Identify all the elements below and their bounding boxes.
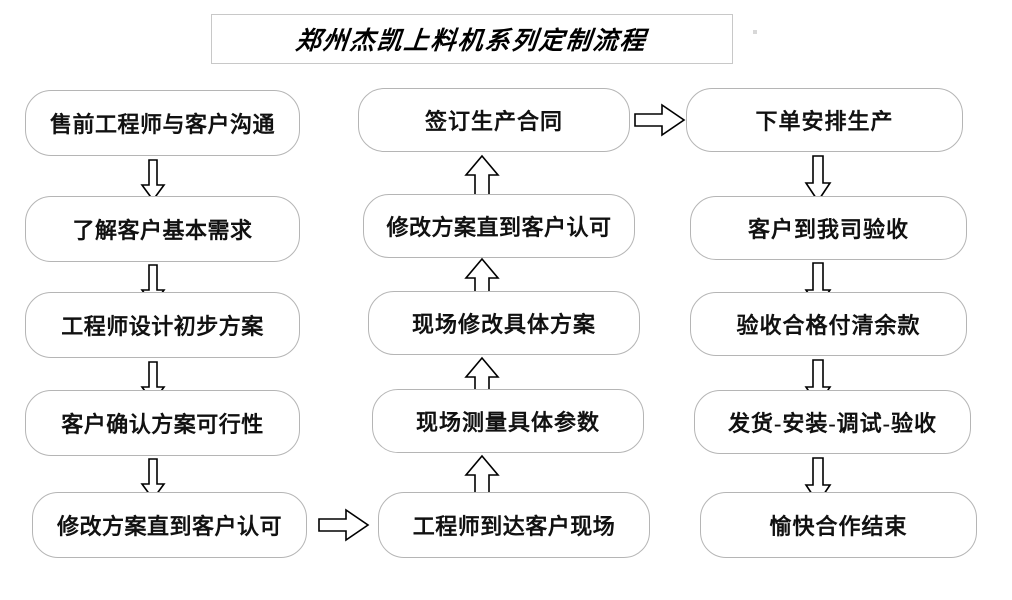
chart-title-box: 郑州杰凯上料机系列定制流程 xyxy=(211,14,733,64)
node-label: 签订生产合同 xyxy=(424,109,563,134)
right-arrow-col1-to-col2 xyxy=(318,508,370,542)
scan-artifact xyxy=(753,30,757,34)
node-label: 工程师设计初步方案 xyxy=(61,314,264,339)
node-label: 客户确认方案可行性 xyxy=(61,412,264,437)
node-label: 工程师到达客户现场 xyxy=(412,514,616,539)
node-label: 下单安排生产 xyxy=(755,109,894,134)
node-col3-row2[interactable]: 客户到我司验收 xyxy=(690,196,967,260)
node-col3-row4[interactable]: 发货-安装-调试-验收 xyxy=(694,390,971,454)
node-col3-row5[interactable]: 愉快合作结束 xyxy=(700,492,977,558)
node-col2-row2[interactable]: 修改方案直到客户认可 xyxy=(363,194,635,258)
down-arrow-col1-4 xyxy=(140,458,166,501)
chart-title-text: 郑州杰凯上料机系列定制流程 xyxy=(294,28,649,55)
node-label: 现场测量具体参数 xyxy=(415,410,600,435)
node-col1-row5[interactable]: 修改方案直到客户认可 xyxy=(32,492,307,558)
node-col1-row4[interactable]: 客户确认方案可行性 xyxy=(25,390,300,456)
node-col2-row3[interactable]: 现场修改具体方案 xyxy=(368,291,640,355)
node-label: 验收合格付清余款 xyxy=(736,313,921,338)
node-col3-row3[interactable]: 验收合格付清余款 xyxy=(690,292,967,356)
node-label: 发货-安装-调试-验收 xyxy=(728,411,937,436)
node-col1-row3[interactable]: 工程师设计初步方案 xyxy=(25,292,300,358)
node-label: 修改方案直到客户认可 xyxy=(56,514,282,539)
right-arrow-col2-to-col3 xyxy=(634,103,686,137)
node-col2-row4[interactable]: 现场测量具体参数 xyxy=(372,389,644,453)
node-col1-row2[interactable]: 了解客户基本需求 xyxy=(25,196,300,262)
node-label: 了解客户基本需求 xyxy=(72,218,253,243)
node-label: 修改方案直到客户认可 xyxy=(386,215,612,240)
down-arrow-col1-1 xyxy=(140,159,166,202)
down-arrow-col3-1 xyxy=(803,155,833,203)
node-label: 现场修改具体方案 xyxy=(411,312,596,337)
node-label: 售前工程师与客户沟通 xyxy=(49,112,275,137)
node-col3-row1[interactable]: 下单安排生产 xyxy=(686,88,963,152)
node-label: 愉快合作结束 xyxy=(769,514,908,539)
node-col2-row1[interactable]: 签订生产合同 xyxy=(358,88,630,152)
node-label: 客户到我司验收 xyxy=(747,217,909,242)
node-col1-row1[interactable]: 售前工程师与客户沟通 xyxy=(25,90,300,156)
node-col2-row5[interactable]: 工程师到达客户现场 xyxy=(378,492,650,558)
